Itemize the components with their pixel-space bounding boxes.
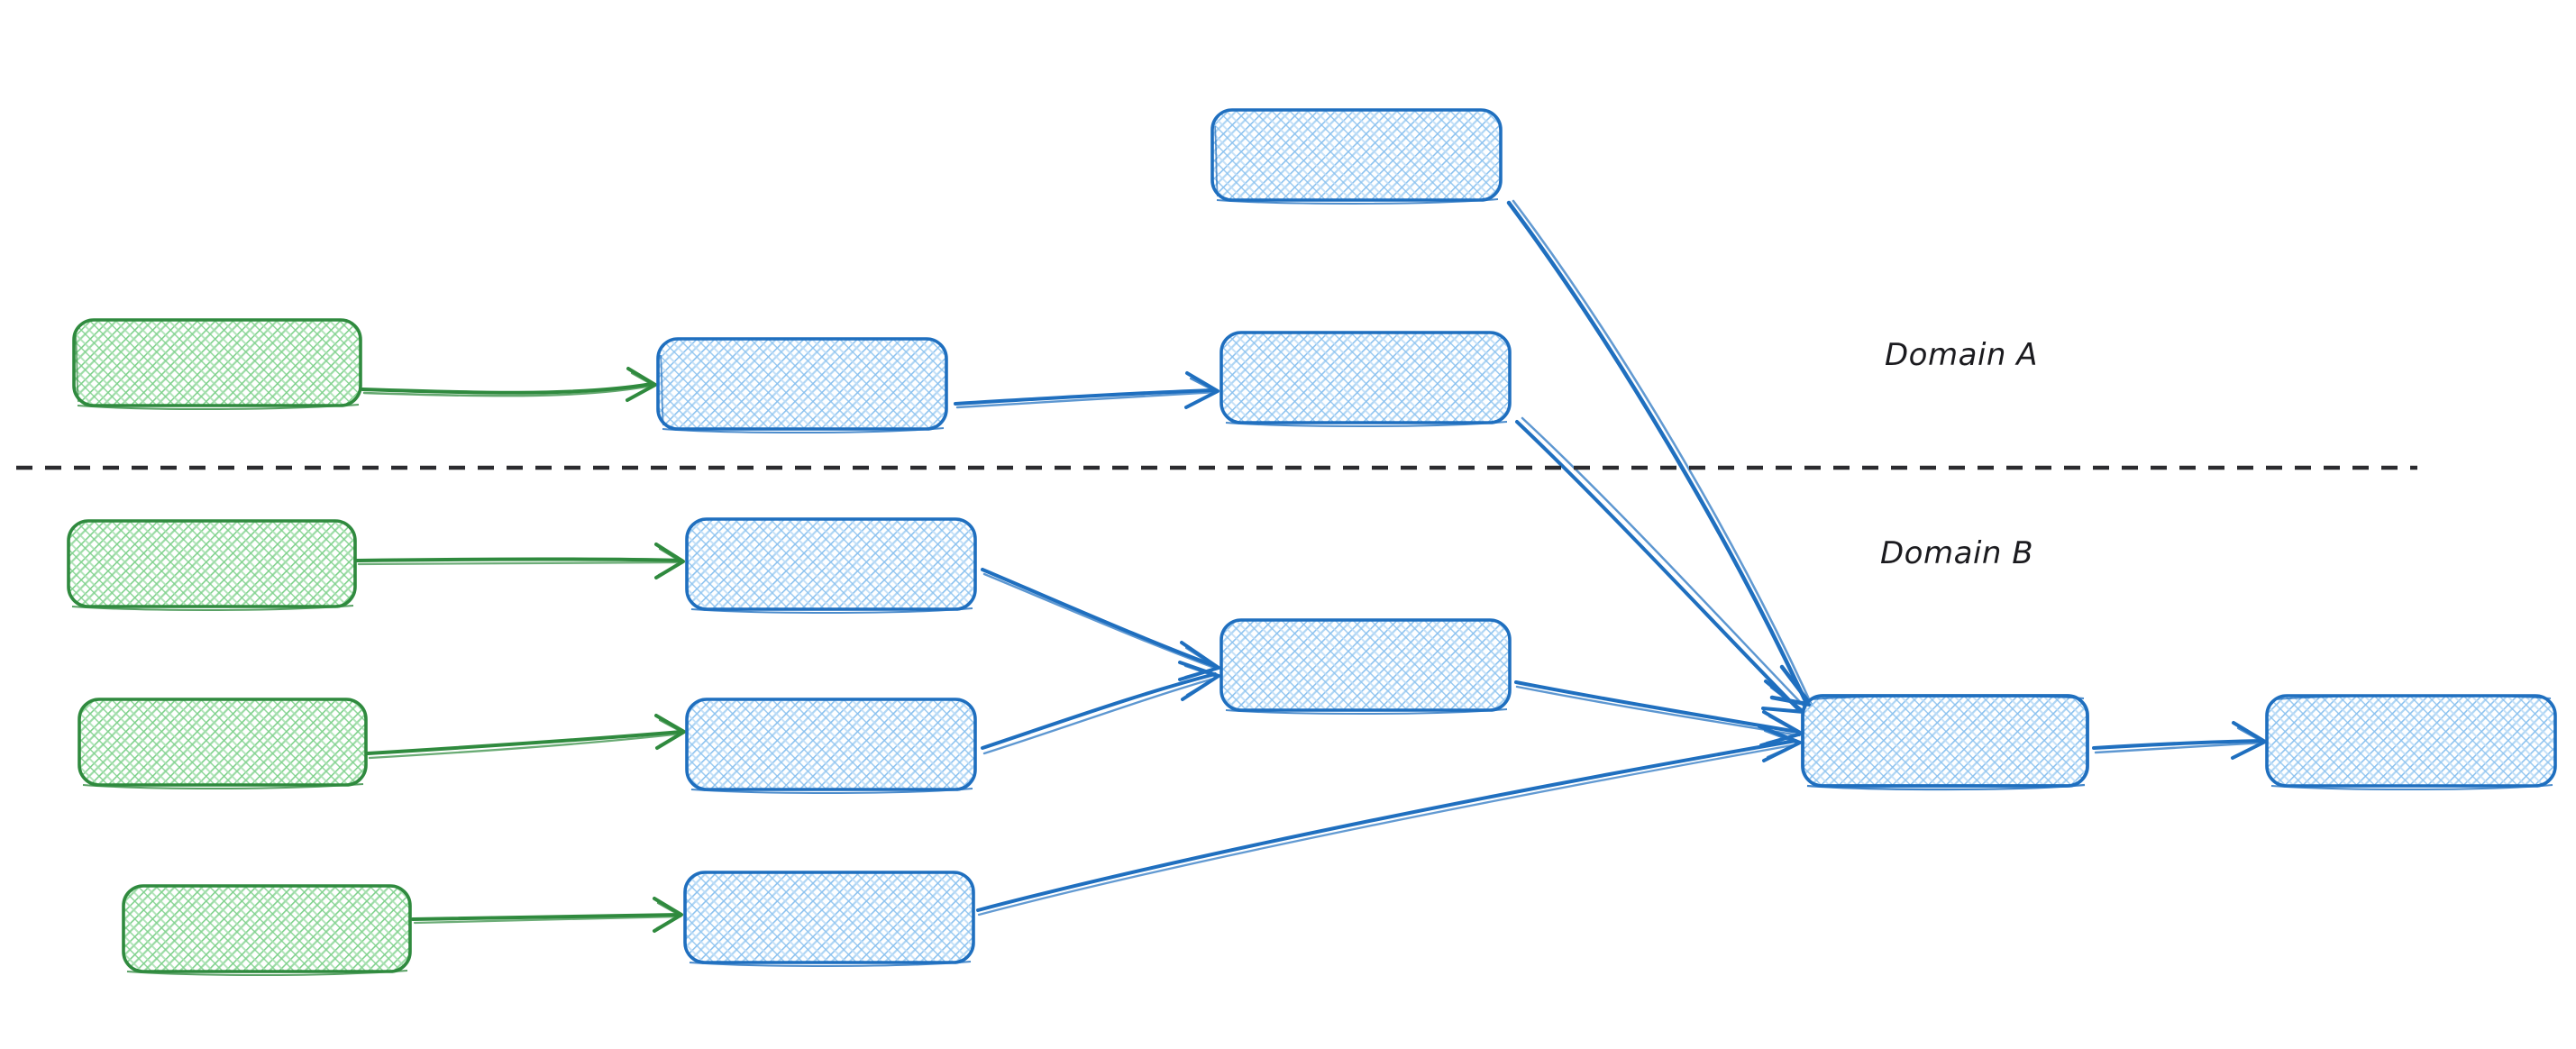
edge-g1-b2[interactable]: [361, 367, 657, 402]
node-process-3[interactable]: [1219, 331, 1512, 427]
node-source-2[interactable]: [67, 519, 357, 611]
domain-a-label: Domain A: [1885, 337, 2038, 373]
edge-b8-b9[interactable]: [2092, 721, 2267, 760]
node-process-1[interactable]: [1210, 108, 1503, 205]
edges-layer: [355, 199, 2267, 933]
node-process-7[interactable]: [683, 871, 975, 967]
node-source-4[interactable]: [122, 884, 412, 976]
nodes-layer: [67, 108, 2557, 976]
node-aggregate[interactable]: [1801, 694, 2089, 791]
edge-g3-b5[interactable]: [366, 714, 686, 760]
node-process-4[interactable]: [685, 517, 977, 614]
node-process-6[interactable]: [1219, 618, 1512, 715]
edge-b2-b3[interactable]: [954, 371, 1219, 409]
edge-b3-b8[interactable]: [1515, 416, 1806, 714]
edge-b6-b8[interactable]: [1514, 680, 1804, 747]
node-source-1[interactable]: [72, 318, 362, 410]
edge-g4-b7[interactable]: [411, 897, 683, 933]
node-process-2[interactable]: [656, 337, 948, 433]
node-sink[interactable]: [2265, 694, 2557, 790]
domain-b-label: Domain B: [1880, 535, 2034, 571]
edge-b5-b6[interactable]: [981, 661, 1220, 755]
edge-b4-b6[interactable]: [981, 568, 1220, 681]
node-source-3[interactable]: [78, 698, 368, 789]
node-process-5[interactable]: [685, 698, 977, 794]
edge-b7-b8[interactable]: [976, 725, 1802, 917]
edge-g2-b4[interactable]: [355, 543, 685, 579]
edge-b1-b8[interactable]: [1506, 199, 1813, 707]
